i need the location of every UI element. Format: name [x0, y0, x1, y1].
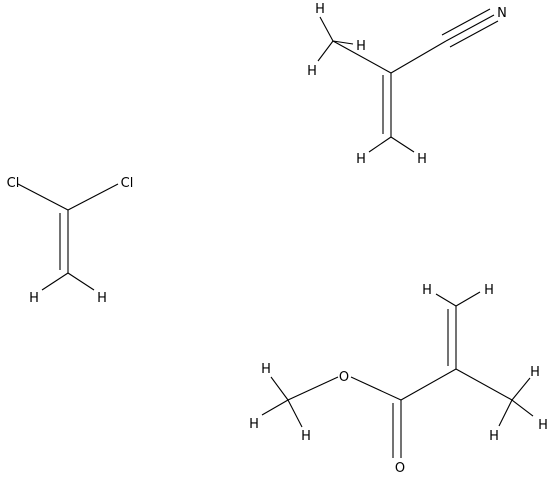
atom-label: H: [530, 365, 540, 380]
bond: [441, 8, 491, 36]
bond: [317, 40, 334, 62]
methacrylonitrile-molecule: H H H N H H: [307, 2, 507, 167]
bond: [350, 376, 402, 401]
bond: [332, 40, 392, 74]
bond: [455, 291, 481, 307]
atom-label: Cl: [121, 176, 134, 191]
bond: [67, 183, 119, 211]
bond: [319, 16, 334, 42]
bond: [332, 40, 354, 45]
atom-label: H: [97, 291, 107, 306]
atom-label: N: [497, 6, 507, 21]
bond: [498, 399, 513, 427]
bond: [41, 272, 69, 291]
atom-label: H: [484, 283, 494, 298]
bond: [400, 368, 457, 401]
atom-label: H: [356, 39, 366, 54]
bond: [67, 272, 95, 291]
atom-label: O: [395, 461, 405, 476]
atom-label: H: [356, 152, 366, 167]
atom-label: H: [29, 291, 39, 306]
bond: [287, 399, 303, 428]
bond: [449, 20, 499, 48]
vinylidene-chloride-molecule: Cl Cl H H: [7, 176, 134, 306]
methyl-methacrylate-molecule: H H H H H O O H H H: [249, 283, 548, 476]
bond: [368, 136, 392, 153]
atom-label: H: [489, 429, 499, 444]
atom-label: O: [339, 370, 349, 385]
atom-label: H: [422, 283, 432, 298]
atom-label: H: [261, 362, 271, 377]
bond: [390, 40, 447, 74]
bond: [455, 368, 513, 401]
bond: [287, 376, 339, 401]
bond: [261, 399, 289, 416]
bond: [435, 293, 457, 307]
atom-label: H: [249, 417, 259, 432]
atom-label: H: [417, 152, 427, 167]
atom-label: H: [315, 2, 325, 17]
bond: [17, 183, 69, 211]
atom-label: H: [301, 429, 311, 444]
atom-label: H: [307, 64, 317, 79]
atom-label: H: [538, 418, 548, 433]
bond: [511, 377, 531, 401]
atom-label: Cl: [7, 176, 20, 191]
bond: [511, 399, 534, 417]
bond: [270, 376, 289, 401]
bond: [445, 14, 495, 42]
bond: [390, 136, 415, 153]
